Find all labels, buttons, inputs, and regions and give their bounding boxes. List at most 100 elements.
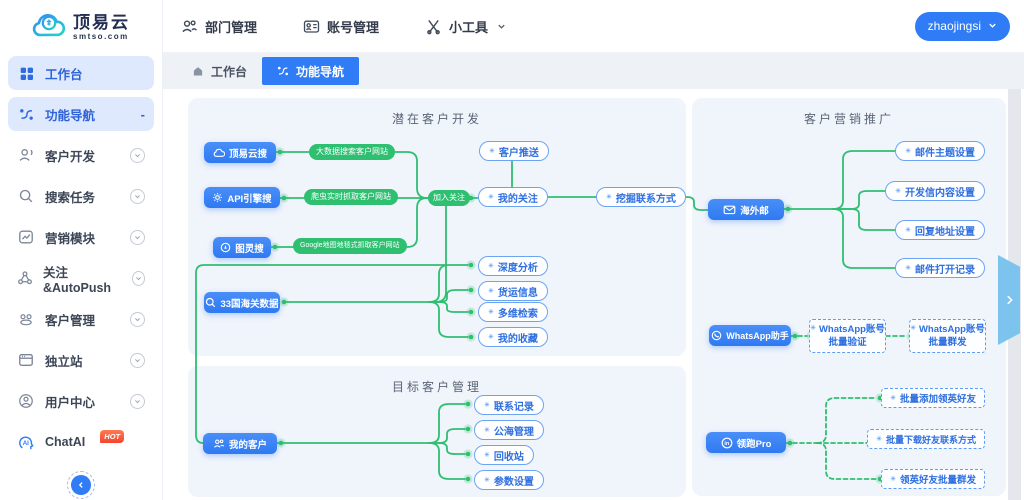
tab-function-nav[interactable]: 功能导航 <box>262 57 360 85</box>
flow-node-my-customers[interactable]: 我的客户 <box>203 433 277 454</box>
asterisk-icon: ✳ <box>484 477 490 484</box>
flow-node-turing-search[interactable]: 图灵搜 <box>213 237 271 258</box>
sidebar-item-label: ChatAI <box>45 435 86 449</box>
sidebar-item-label: 工作台 <box>45 67 83 82</box>
flow-node-overseas-mail[interactable]: 海外邮 <box>708 199 784 220</box>
sidebar-item-indep-site[interactable]: 独立站 <box>8 343 154 377</box>
two-person-icon <box>213 438 225 449</box>
tools-icon <box>425 18 442 35</box>
flow-node-dingyi-cloud-search[interactable]: 顶易云搜 <box>204 142 276 163</box>
flow-edge-label-googlemap: Google地图地毯式抓取客户网站 <box>293 238 407 254</box>
chevron-down-icon[interactable] <box>130 352 145 368</box>
sidebar-item-search-task[interactable]: 搜索任务 <box>8 179 154 213</box>
flow-node-mail-open-records[interactable]: ✳邮件打开记录 <box>895 258 985 278</box>
flow-node-label: 回收站 <box>493 451 524 463</box>
flow-node-label: 参数设置 <box>493 476 534 488</box>
sidebar-item-label: 客户开发 <box>45 149 96 164</box>
chevron-down-icon[interactable] <box>130 147 145 163</box>
id-card-icon <box>303 18 320 35</box>
panel-expand-handle[interactable] <box>998 255 1020 345</box>
network-icon <box>17 269 33 287</box>
flow-node-label: 联系记录 <box>493 401 534 413</box>
sidebar-item-label: 关注&AutoPush <box>43 265 112 295</box>
flow-node-li-add-friends[interactable]: ✳批量添加领英好友 <box>881 388 985 408</box>
flow-node-label: 海外邮 <box>740 205 769 217</box>
chevron-down-icon[interactable] <box>130 393 145 409</box>
flow-node-label: 邮件主题设置 <box>915 147 975 159</box>
flow-node-label: 公海管理 <box>493 426 534 438</box>
flow-node-my-follow[interactable]: ✳我的关注 <box>478 187 548 207</box>
flow-node-label: 客户推送 <box>498 147 539 159</box>
brand-domain: smtso.com <box>73 31 129 41</box>
hot-badge: HOT <box>100 429 125 443</box>
flow-edge-label-bigdata: 大数据搜索客户网站 <box>309 144 395 160</box>
asterisk-icon: ✳ <box>606 194 612 201</box>
sidebar-menu: 工作台 功能导航 - 客户开发 搜索任务 营销模块 <box>0 54 162 500</box>
panel-potential-customer-dev: 潜在客户开发 <box>188 98 686 356</box>
flow-node-join-follow[interactable]: 加入关注 <box>428 190 470 206</box>
flow-node-contact-records[interactable]: ✳联系记录 <box>474 395 544 415</box>
flow-node-label: 邮件打开记录 <box>915 264 975 276</box>
flow-node-param-settings[interactable]: ✳参数设置 <box>474 470 544 490</box>
sidebar-item-chatai[interactable]: AI ChatAI HOT <box>8 425 154 459</box>
brand-logo[interactable]: 顶易云 smtso.com <box>0 0 162 54</box>
menu-account-mgmt[interactable]: 账号管理 <box>303 17 379 36</box>
flow-node-wa-batch-verify[interactable]: ✳WhatsApp账号 批量验证 <box>809 319 886 353</box>
chevron-down-icon[interactable] <box>130 311 145 327</box>
flow-node-label: 我的客户 <box>228 439 267 451</box>
asterisk-icon: ✳ <box>890 395 896 402</box>
flow-nav-icon <box>277 65 289 77</box>
flow-node-recycle-bin[interactable]: ✳回收站 <box>474 445 534 465</box>
flow-node-public-sea[interactable]: ✳公海管理 <box>474 420 544 440</box>
flow-node-linkedin-pro[interactable]: in 领跑Pro <box>706 432 786 453</box>
chevron-down-icon[interactable] <box>130 229 145 245</box>
menu-label: 账号管理 <box>327 19 380 35</box>
gear-icon <box>212 192 223 203</box>
chevron-down-icon[interactable] <box>130 188 145 204</box>
sidebar-item-label: 营销模块 <box>45 231 96 246</box>
sidebar-item-autopush[interactable]: 关注&AutoPush <box>8 261 154 295</box>
user-menu-button[interactable]: zhaojingsi <box>914 11 1010 41</box>
tab-workbench[interactable]: 工作台 <box>177 57 262 85</box>
flow-node-li-download-contacts[interactable]: ✳批量下载好友联系方式 <box>867 429 985 449</box>
flow-node-customer-push[interactable]: ✳客户推送 <box>479 141 549 161</box>
panel-title: 潜在客户开发 <box>391 112 482 126</box>
flow-node-li-batch-send[interactable]: ✳领英好友批量群发 <box>881 469 985 489</box>
envelope-icon <box>723 204 736 215</box>
sidebar-item-user-center[interactable]: 用户中心 <box>8 384 154 418</box>
flow-node-label: 批量验证 <box>828 337 867 348</box>
trend-chart-icon <box>17 228 35 246</box>
chevron-down-icon[interactable] <box>131 270 145 286</box>
flow-node-label: 领英好友批量群发 <box>899 475 976 486</box>
flow-node-label: 图灵搜 <box>235 243 264 255</box>
flow-node-multi-search[interactable]: ✳多维检索 <box>478 302 548 322</box>
flow-node-deep-analysis[interactable]: ✳深度分析 <box>478 256 548 276</box>
flow-node-api-engine-search[interactable]: API引擎搜 <box>204 187 280 208</box>
flow-node-customs-data[interactable]: 33国海关数据 <box>204 292 280 313</box>
sidebar-item-marketing[interactable]: 营销模块 <box>8 220 154 254</box>
flow-node-cargo-info[interactable]: ✳货运信息 <box>478 281 548 301</box>
flow-node-mail-content[interactable]: ✳开发信内容设置 <box>885 181 985 201</box>
flow-node-dig-contacts[interactable]: ✳挖掘联系方式 <box>596 187 686 207</box>
menu-tools[interactable]: 小工具 <box>425 17 506 36</box>
sidebar-item-function-nav[interactable]: 功能导航 - <box>8 97 154 131</box>
person-voice-icon <box>17 146 35 164</box>
flow-node-wa-batch-send[interactable]: ✳WhatsApp账号 批量群发 <box>909 319 986 353</box>
flow-node-label: 领跑Pro <box>736 438 772 450</box>
menu-department-mgmt[interactable]: 部门管理 <box>181 17 257 36</box>
svg-text:AI: AI <box>22 439 28 446</box>
flow-node-label: WhatsApp账号 <box>918 323 985 335</box>
flow-node-reply-address[interactable]: ✳回复地址设置 <box>895 220 985 240</box>
collapse-minus-icon[interactable]: - <box>140 106 145 122</box>
sidebar-item-customer-mgmt[interactable]: 客户管理 <box>8 302 154 336</box>
sidebar-item-workbench[interactable]: 工作台 <box>8 56 154 90</box>
user-name: zhaojingsi <box>927 19 981 33</box>
flow-node-mail-subject[interactable]: ✳邮件主题设置 <box>895 141 985 161</box>
flow-node-my-favorites[interactable]: ✳我的收藏 <box>478 327 548 347</box>
flow-node-label: WhatsApp账号 <box>818 323 885 335</box>
flow-node-whatsapp-assistant[interactable]: WhatsApp助手 <box>709 325 791 346</box>
whatsapp-icon <box>711 330 722 341</box>
sidebar-item-customer-dev[interactable]: 客户开发 <box>8 138 154 172</box>
sidebar-collapse-button[interactable] <box>67 471 95 499</box>
